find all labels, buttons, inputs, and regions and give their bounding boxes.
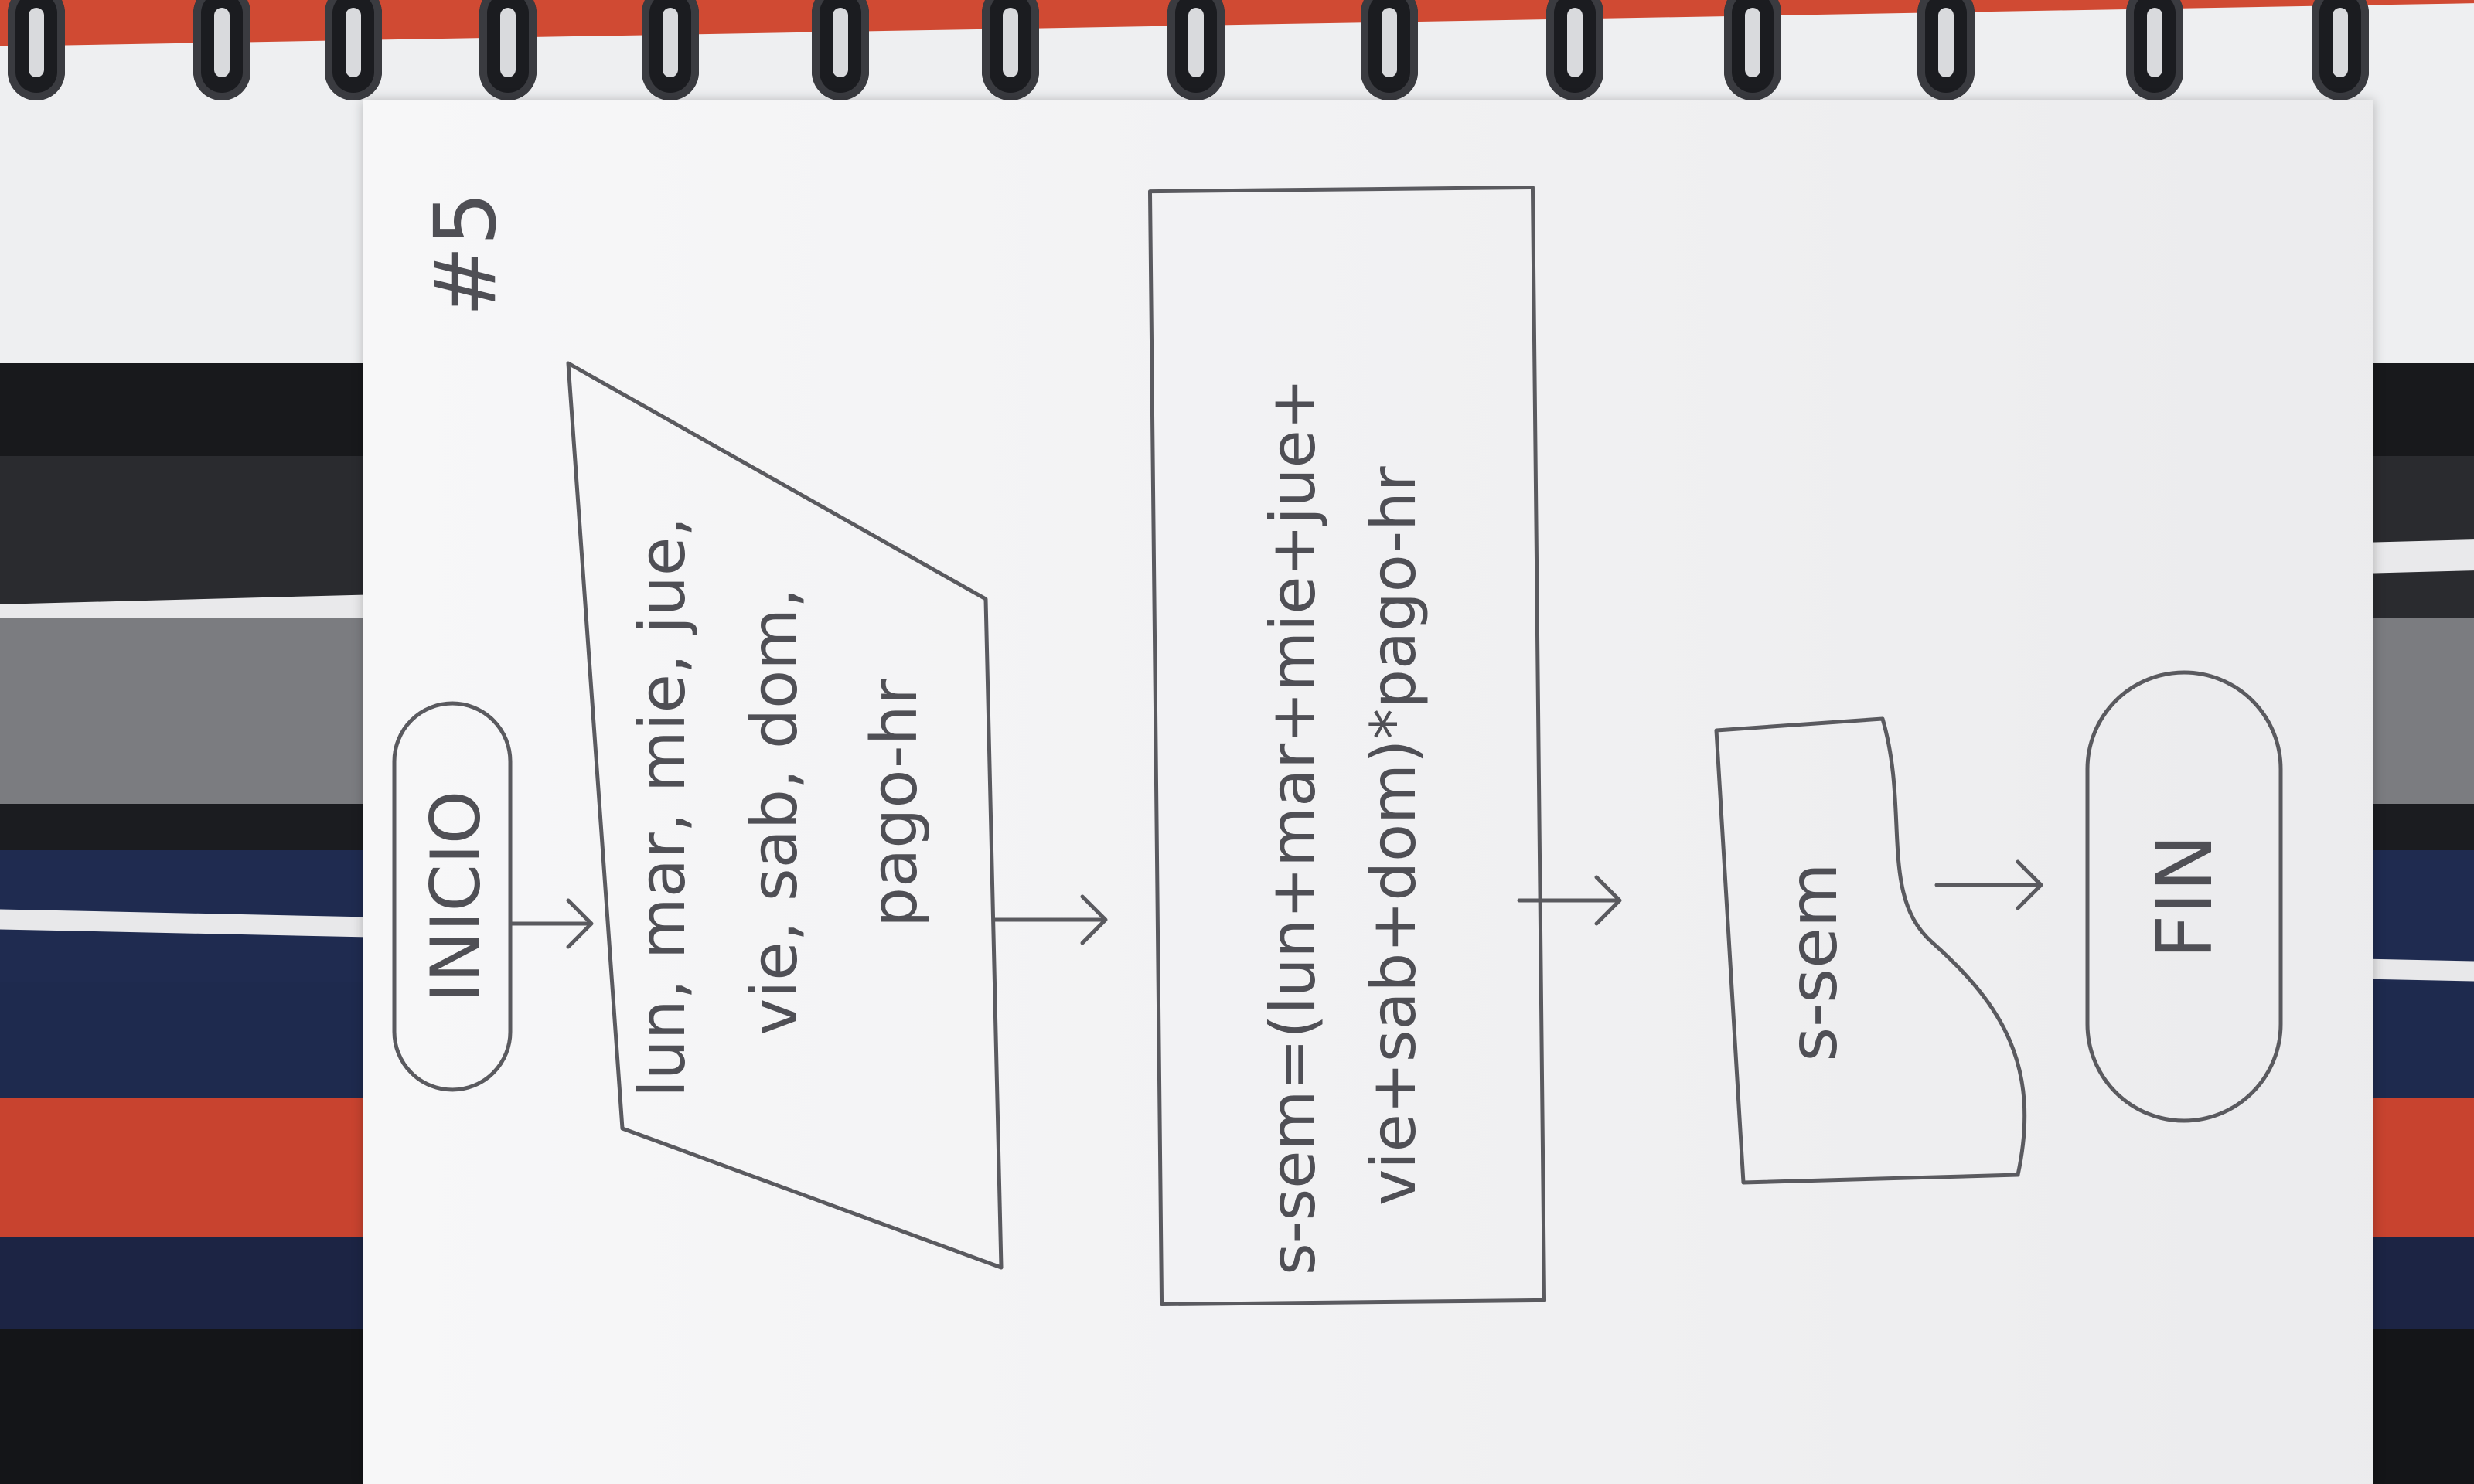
spiral-ring (8, 0, 65, 100)
start-label: INICIO (416, 791, 496, 1002)
start-terminator (392, 701, 513, 1092)
arrow-input-to-process (991, 894, 1108, 945)
arrow-process-to-output (1517, 875, 1622, 926)
spiral-ring (1546, 0, 1603, 100)
paper-sheet (363, 100, 2373, 1484)
process-line-2: vie+sab+dom)*pago-hr (1358, 466, 1430, 1206)
spiral-ring (1917, 0, 1975, 100)
output-document (1714, 716, 2027, 1185)
input-line-3: pago-hr (858, 679, 932, 928)
spiral-ring (1167, 0, 1225, 100)
spiral-ring (325, 0, 382, 100)
end-label: FIN (2139, 834, 2230, 959)
spiral-ring (2312, 0, 2369, 100)
arrow-output-to-end (1934, 859, 2043, 910)
spiral-ring (193, 0, 250, 100)
arrow-start-to-input (508, 898, 594, 949)
page-number: #5 (416, 192, 515, 317)
process-box (1147, 185, 1547, 1307)
spiral-ring (479, 0, 537, 100)
spiral-ring (982, 0, 1039, 100)
output-label: s-sem (1775, 863, 1852, 1061)
spiral-ring (2126, 0, 2183, 100)
input-line-2: vie, sab, dom, (738, 588, 812, 1036)
input-line-1: lun, mar, mie, jue, (626, 517, 700, 1098)
spiral-ring (1724, 0, 1781, 100)
spiral-ring (812, 0, 869, 100)
spiral-ring (642, 0, 699, 100)
end-terminator (2085, 670, 2283, 1123)
spiral-ring (1361, 0, 1418, 100)
input-parallelogram (566, 361, 1004, 1270)
process-line-1: s-sem=(lun+mar+mie+jue+ (1257, 378, 1329, 1275)
